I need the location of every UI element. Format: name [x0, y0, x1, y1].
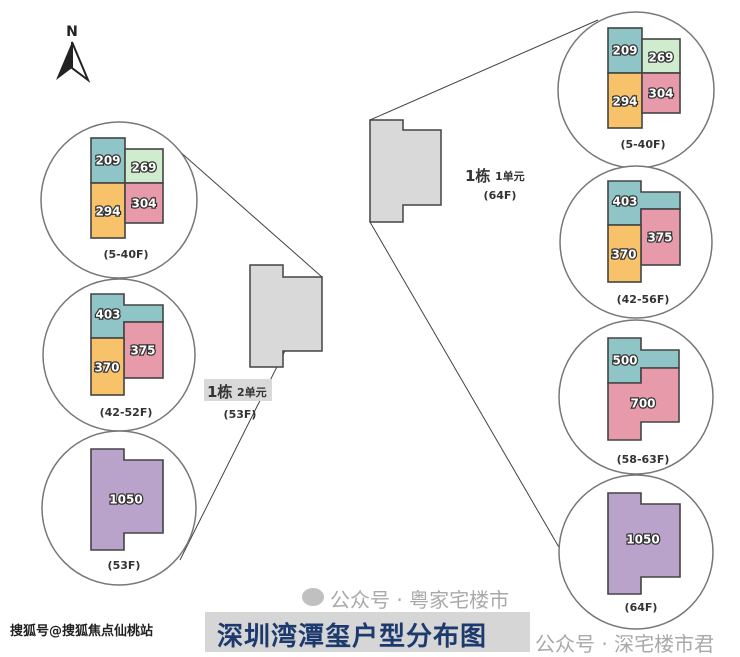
floor-plan-circle: 1050 (64F) — [558, 474, 714, 630]
unit-area: 500 — [612, 354, 637, 368]
floor-plan-circle: 403 375 370 (42-52F) — [42, 278, 196, 432]
floor-range: (42-52F) — [100, 406, 153, 419]
floor-plan-circle: 209 269 294 304 (5-40F) — [557, 11, 715, 169]
building-name: 1栋 — [465, 167, 490, 185]
floor-plan-circle: 209 269 294 304 (5-40F) — [40, 121, 198, 279]
unit-area: 304 — [648, 87, 673, 101]
floor-range: (5-40F) — [620, 138, 665, 151]
unit-area: 403 — [95, 308, 120, 322]
unit-area: 294 — [95, 205, 120, 219]
source-caption: 搜狐号@搜狐焦点仙桃站 — [10, 624, 154, 639]
unit-area: 304 — [131, 197, 156, 211]
unit-area: 209 — [95, 154, 120, 168]
diagram-title: 深圳湾潭玺户型分布图 — [217, 622, 488, 652]
unit-area: 269 — [131, 161, 156, 175]
floor-plan-circle: 1050 (53F) — [41, 430, 197, 586]
unit-area: 1050 — [109, 493, 142, 507]
floor-range: (5-40F) — [103, 248, 148, 261]
unit-area: 209 — [612, 44, 637, 58]
unit-area: 700 — [630, 397, 655, 411]
north-arrow-icon — [56, 41, 91, 84]
building-unit: 2单元 — [237, 385, 267, 399]
floor-range: (42-56F) — [617, 293, 670, 306]
floor-plan-circle: 500 700 (58-63F) — [558, 319, 714, 475]
connector-lines — [177, 19, 599, 581]
floor-range: (58-63F) — [617, 453, 670, 466]
unit-area: 375 — [647, 231, 672, 245]
unit-area: 370 — [611, 248, 636, 262]
unit-area: 294 — [612, 95, 637, 109]
unit-area: 269 — [648, 51, 673, 65]
unit-area: 1050 — [626, 533, 659, 547]
building-label-bg — [204, 379, 272, 401]
building-name: 1栋 — [207, 383, 232, 401]
building-unit: 1单元 — [495, 169, 525, 183]
unit-area: 370 — [94, 361, 119, 375]
unit-area: 375 — [130, 344, 155, 358]
building-unit1-outline — [369, 119, 442, 223]
building-unit2-outline — [249, 264, 323, 368]
unit-area: 403 — [612, 195, 637, 209]
watermark: 公众号 · 粤家宅楼市 — [330, 588, 510, 612]
floor-range: (64F) — [625, 601, 658, 614]
layout-diagram: N 1栋 2单元 (53F) 1栋 1单元 (64F) 209 269 294 … — [40, 11, 715, 630]
building-floors: (64F) — [484, 189, 517, 202]
building-floors: (53F) — [224, 408, 257, 421]
floor-plan-circle: 403 375 370 (42-56F) — [559, 165, 713, 319]
compass-label: N — [66, 24, 78, 40]
wechat-icon — [302, 588, 324, 606]
title-bar: 深圳湾潭玺户型分布图 — [205, 612, 530, 652]
floor-range: (53F) — [108, 559, 141, 572]
